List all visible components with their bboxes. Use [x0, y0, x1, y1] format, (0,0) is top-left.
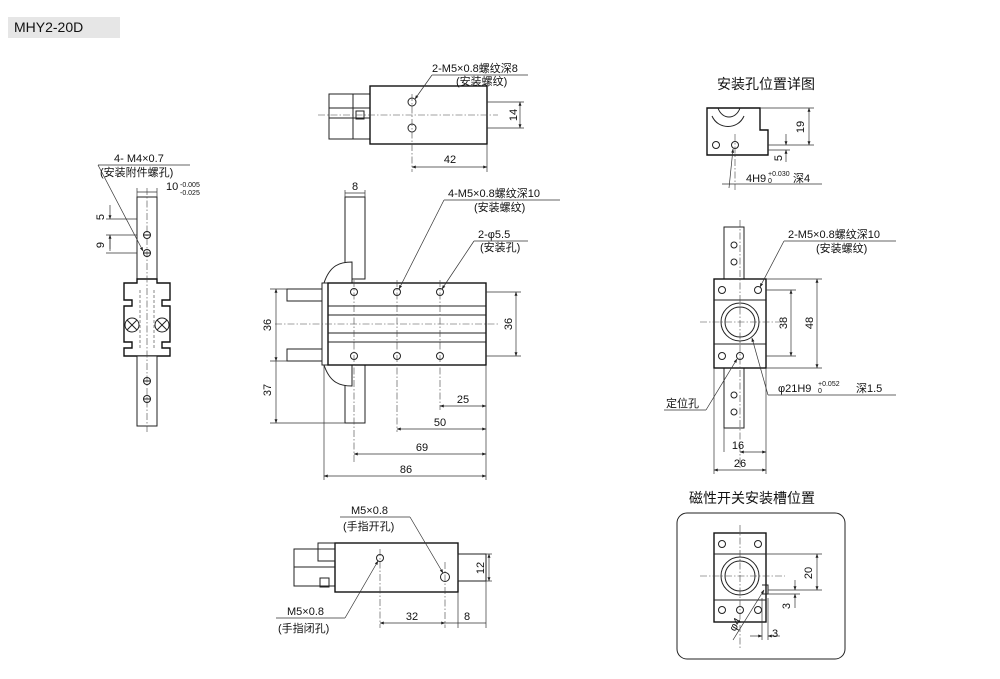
dim-front-50: 50 [434, 417, 446, 429]
slot-hole [718, 606, 726, 614]
bottom-view-pin [319, 577, 330, 588]
right-finger-hole [730, 408, 738, 416]
right-thread-hole [718, 352, 726, 360]
top-view: 14 42 2-M5×0.8螺纹深8 (安装螺纹) [318, 61, 528, 172]
dim-front-36-left: 36 [262, 319, 274, 331]
callout-bore-fit: φ21H9 [778, 383, 811, 395]
dim-right-26: 26 [734, 458, 746, 470]
dim-left-tol-lower: -0.025 [180, 190, 200, 197]
switch-slot-frame [676, 512, 846, 660]
dim-slot-20: 20 [803, 567, 815, 579]
callout-bore-depth: 深1.5 [856, 382, 882, 395]
callout-attach-thread-note: (安装附件螺孔) [100, 165, 173, 179]
right-thread-hole [754, 286, 762, 294]
bottom-view-pin-block [317, 542, 336, 562]
bottom-view: 12 32 8 M5×0.8 (手指开孔) M5×0.8 (手指闭孔) [276, 505, 492, 635]
front-rod-upper [286, 288, 328, 302]
callout-attach-thread: 4- M4×0.7 [114, 153, 164, 165]
dim-top-42: 42 [444, 154, 456, 166]
front-finger-fillet-lower [323, 364, 353, 387]
callout-bore-lower: 0 [818, 388, 822, 395]
callout-front-hole-note: (安装孔) [480, 240, 520, 254]
dim-left-5: 5 [95, 214, 107, 220]
dim-slot-3b: 3 [772, 628, 778, 640]
left-screw-right [154, 317, 170, 333]
slot-hole [718, 540, 726, 548]
right-end-view: 38 48 16 26 2-M5×0.8螺纹深10 (安装螺纹) 定位孔 φ21… [664, 220, 896, 474]
callout-finger-close: M5×0.8 [287, 606, 324, 618]
right-thread-hole [718, 286, 726, 294]
callout-finger-close-note: (手指闭孔) [278, 621, 329, 635]
callout-front-thread-note: (安装螺纹) [474, 200, 525, 214]
dim-bottom-8: 8 [464, 611, 470, 623]
callout-front-hole: 2-φ5.5 [478, 229, 510, 241]
right-finger-hole [730, 258, 738, 266]
right-finger-upper [723, 226, 745, 280]
dim-slot-phi4: φ4 [727, 616, 744, 633]
dim-front-36-right: 36 [503, 318, 515, 330]
callout-pin-fit: 4H9 [746, 173, 766, 185]
switch-slot [762, 584, 769, 595]
dim-detail-19: 19 [795, 121, 807, 133]
front-finger-upper [344, 196, 366, 280]
right-finger-hole [730, 241, 738, 249]
title-mount-hole-detail: 安装孔位置详图 [717, 76, 815, 92]
bottom-view-end-plug [457, 553, 487, 582]
dim-bottom-12: 12 [475, 562, 487, 574]
callout-finger-open: M5×0.8 [351, 505, 388, 517]
dim-left-tol-upper: -0.005 [180, 182, 200, 189]
top-view-jaw [328, 93, 371, 140]
right-finger-hole [730, 391, 738, 399]
dim-front-86: 86 [400, 464, 412, 476]
switch-slot-view: 磁性开关安装槽位置 20 3 3 φ4 [676, 490, 846, 660]
left-side-view: 5 9 10 -0.005 -0.025 4- M4×0.7 (安装附件螺孔) [95, 153, 200, 432]
slot-hole [754, 606, 762, 614]
dim-right-38: 38 [778, 317, 790, 329]
dim-front-69: 69 [416, 442, 428, 454]
dim-detail-5: 5 [773, 155, 785, 161]
callout-top-thread: 2-M5×0.8螺纹深8 [432, 61, 518, 75]
callout-pin-lower: 0 [768, 178, 772, 185]
callout-top-thread-note: (安装螺纹) [456, 74, 507, 88]
dim-front-8: 8 [352, 181, 358, 193]
dim-right-16: 16 [732, 440, 744, 452]
dim-left-width: 10 [166, 181, 178, 193]
dim-bottom-32: 32 [406, 611, 418, 623]
callout-right-thread: 2-M5×0.8螺纹深10 [788, 227, 880, 241]
slot-hole [754, 540, 762, 548]
front-rod-lower [286, 348, 328, 362]
dim-right-48: 48 [804, 317, 816, 329]
callout-front-thread: 4-M5×0.8螺纹深10 [448, 186, 540, 200]
callout-pin-depth: 深4 [793, 172, 810, 185]
callout-locating-hole: 定位孔 [666, 396, 699, 410]
callout-right-thread-note: (安装螺纹) [816, 241, 867, 255]
callout-bore-upper: +0.052 [818, 381, 840, 388]
front-finger-fillet [323, 261, 353, 284]
detail-hole [712, 141, 720, 149]
dim-left-9: 9 [95, 242, 107, 248]
left-body-outline [123, 278, 171, 357]
left-screw-left [124, 317, 140, 333]
front-view: 8 36 37 36 25 50 69 86 4-M5×0.8螺纹深10 (安装… [262, 181, 560, 480]
mount-hole-detail: 安装孔位置详图 19 5 4H9 +0.030 0 深4 [706, 76, 822, 190]
callout-pin-upper: +0.030 [768, 171, 790, 178]
model-tag: MHY2-20D [8, 17, 120, 38]
dim-top-14: 14 [508, 109, 520, 121]
callout-finger-open-note: (手指开孔) [343, 519, 394, 533]
dim-slot-3a: 3 [781, 603, 793, 609]
dim-front-25: 25 [457, 394, 469, 406]
title-switch-slot: 磁性开关安装槽位置 [689, 490, 815, 506]
dim-front-37: 37 [262, 384, 274, 396]
